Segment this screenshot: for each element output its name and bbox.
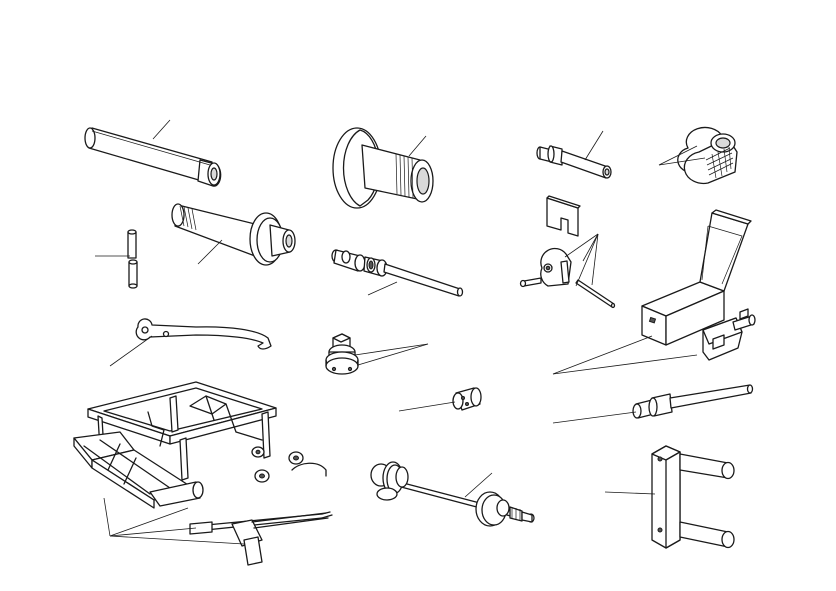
screw-jack-lifting-cradle	[73, 381, 333, 535]
leader-line	[109, 507, 189, 537]
knurl-marks	[179, 205, 197, 231]
tool-case-with-fixture	[641, 209, 756, 361]
leader-line	[582, 233, 599, 262]
leader-line	[552, 411, 637, 424]
split-knurled-collar	[677, 126, 738, 185]
sleeve-drift-tool	[171, 203, 296, 266]
leader-line	[464, 472, 493, 498]
knurl-marks	[705, 146, 734, 179]
puller-shaft-with-discs	[370, 461, 535, 527]
leader-line	[584, 130, 604, 161]
leader-line	[109, 527, 197, 537]
leader-line	[398, 401, 456, 412]
hook-spanner	[135, 318, 272, 350]
leader-line	[197, 239, 223, 265]
leader-line	[109, 335, 153, 367]
leader-line	[564, 233, 599, 258]
jack-crank-handle	[231, 512, 329, 566]
long-bar-tool	[632, 384, 754, 419]
leader-line	[357, 343, 429, 366]
cylindrical-bush	[452, 387, 482, 411]
flanged-bushing-tool	[332, 127, 434, 209]
leader-line	[367, 281, 398, 296]
stepped-pin-tool	[536, 145, 612, 179]
leader-line	[575, 233, 599, 287]
thread-marks	[395, 153, 414, 199]
thread-marks	[511, 507, 521, 520]
leader-line	[109, 535, 245, 545]
u-frame-fixture	[651, 445, 735, 549]
leader-line	[103, 497, 111, 537]
leader-line	[658, 145, 698, 166]
leader-line	[552, 354, 698, 375]
leader-line	[152, 119, 171, 140]
plate-and-bracket-set	[519, 195, 616, 309]
leader-line	[591, 233, 599, 286]
leader-line	[408, 135, 427, 157]
leader-line	[658, 157, 706, 166]
leader-line	[604, 491, 656, 495]
leader-line	[354, 343, 429, 356]
threaded-rod-adapter	[331, 249, 464, 297]
long-pin-tool	[84, 127, 222, 187]
leader-line	[552, 335, 653, 375]
small-split-pin	[127, 229, 138, 289]
stepped-adapter	[325, 333, 359, 375]
